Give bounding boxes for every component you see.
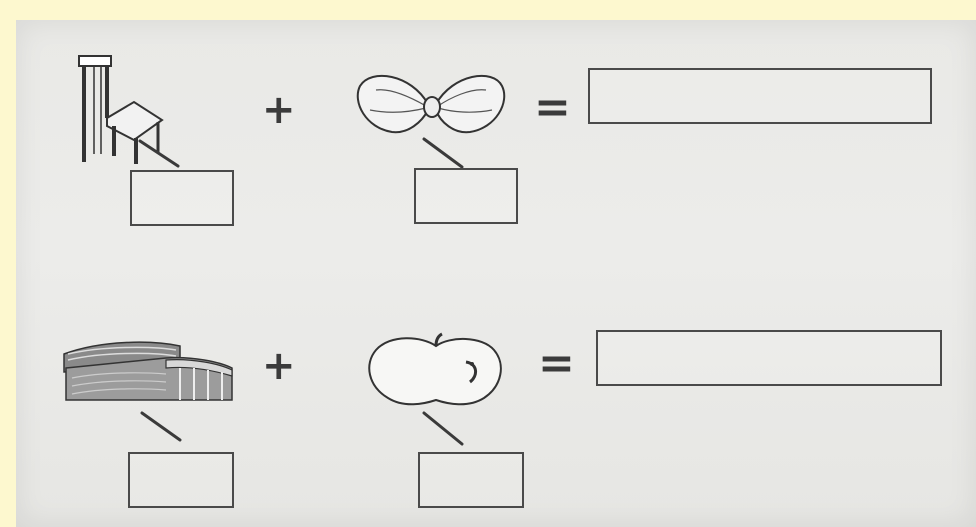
answer-box[interactable] (128, 452, 234, 508)
connector-line (420, 136, 470, 172)
equals-symbol: = (534, 86, 571, 130)
connector-line (420, 410, 470, 450)
plus-symbol: + (262, 346, 296, 386)
connector-line (136, 138, 186, 170)
answer-box[interactable] (130, 170, 234, 226)
answer-box[interactable] (414, 168, 518, 224)
equals-symbol: = (538, 342, 575, 386)
apple-icon (366, 332, 506, 408)
bed-icon (62, 338, 234, 404)
worksheet: + = (16, 20, 976, 527)
word-answer-box[interactable] (588, 68, 932, 124)
plus-symbol: + (262, 90, 296, 130)
answer-box[interactable] (418, 452, 524, 508)
word-answer-box[interactable] (596, 330, 942, 386)
connector-line (138, 410, 188, 444)
